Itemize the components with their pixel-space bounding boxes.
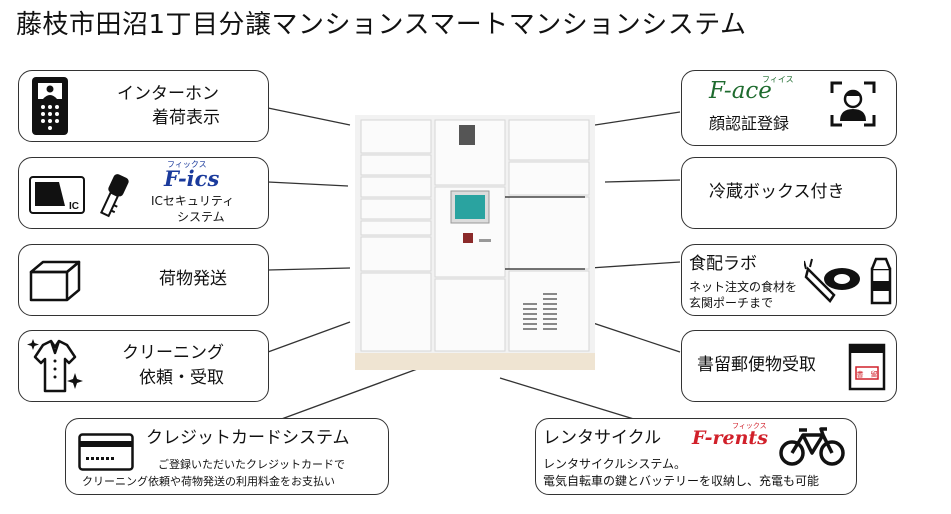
video-intercom-icon bbox=[32, 77, 68, 135]
credit-card-callout: クレジットカードシステム ご登録いただいたクレジットカードで クリーニング依頼や… bbox=[65, 418, 389, 495]
cleaning-callout: クリーニング 依頼・受取 bbox=[18, 330, 269, 402]
face-brand-logo: F-ace bbox=[709, 78, 772, 104]
ic-line2: システム bbox=[177, 210, 225, 224]
mail-stamp: 書 留 bbox=[857, 370, 878, 379]
shirt-icon bbox=[27, 339, 83, 393]
rental-brand-ruby: フィックス bbox=[732, 422, 767, 430]
food-title: 食配ラボ bbox=[689, 254, 757, 274]
face-label: 顔認証登録 bbox=[709, 114, 790, 133]
rental-line2: 電気自転車の鍵とバッテリーを収納し、充電も可能 bbox=[543, 474, 820, 488]
face-callout: フィイス F-ace 顔認証登録 bbox=[681, 70, 897, 146]
credit-card-line1: ご登録いただいたクレジットカードで bbox=[158, 458, 345, 471]
credit-card-line2: クリーニング依頼や荷物発送の利用料金をお支払い bbox=[82, 475, 335, 488]
key-icon bbox=[100, 174, 129, 218]
rental-title: レンタサイクル bbox=[543, 428, 662, 448]
bicycle-icon bbox=[779, 427, 845, 466]
food-line1: ネット注文の食材を bbox=[689, 280, 798, 294]
registered-mail-icon: 書 留 bbox=[848, 343, 886, 391]
parcel-box-icon bbox=[29, 260, 81, 302]
page-title: 藤枝市田沼1丁目分譲マンションスマートマンションシステム bbox=[16, 10, 747, 40]
cleaning-line2: 依頼・受取 bbox=[139, 368, 224, 388]
delivery-locker-icon bbox=[355, 115, 595, 370]
intercom-callout: インターホン 着荷表示 bbox=[18, 70, 269, 142]
food-line2: 玄関ポーチまで bbox=[689, 296, 774, 310]
intercom-line2: 着荷表示 bbox=[152, 108, 220, 128]
ic-brand-ruby: フィックス bbox=[167, 160, 207, 169]
fridge-label: 冷蔵ボックス付き bbox=[709, 182, 845, 202]
mail-callout: 書留郵便物受取 書 留 bbox=[681, 330, 897, 402]
ic-card-icon: IC bbox=[29, 176, 85, 214]
fridge-callout: 冷蔵ボックス付き bbox=[681, 157, 897, 229]
ic-brand-logo: F-ics bbox=[164, 166, 220, 191]
rental-callout: レンタサイクル フィックス F-rents レンタサイクルシステム。 電気自転車… bbox=[535, 418, 857, 495]
shipping-label: 荷物発送 bbox=[159, 269, 227, 289]
cleaning-line1: クリーニング bbox=[122, 343, 224, 363]
shipping-callout: 荷物発送 bbox=[18, 244, 269, 316]
rental-line1: レンタサイクルシステム。 bbox=[543, 457, 687, 471]
groceries-icon bbox=[804, 257, 892, 305]
food-callout: 食配ラボ ネット注文の食材を 玄関ポーチまで bbox=[681, 244, 897, 316]
credit-card-title: クレジットカードシステム bbox=[146, 428, 350, 448]
ic-card-mark: IC bbox=[69, 201, 79, 212]
rental-brand-logo: F-rents bbox=[692, 427, 768, 449]
ic-line1: ICセキュリティ bbox=[151, 194, 235, 208]
ic-security-callout: IC フィックス F-ics ICセキュリティ システム bbox=[18, 157, 269, 229]
face-scan-icon bbox=[830, 81, 876, 127]
intercom-line1: インターホン bbox=[117, 84, 219, 104]
mail-label: 書留郵便物受取 bbox=[697, 355, 816, 375]
face-brand-ruby: フィイス bbox=[762, 75, 794, 84]
credit-card-icon bbox=[78, 433, 134, 471]
